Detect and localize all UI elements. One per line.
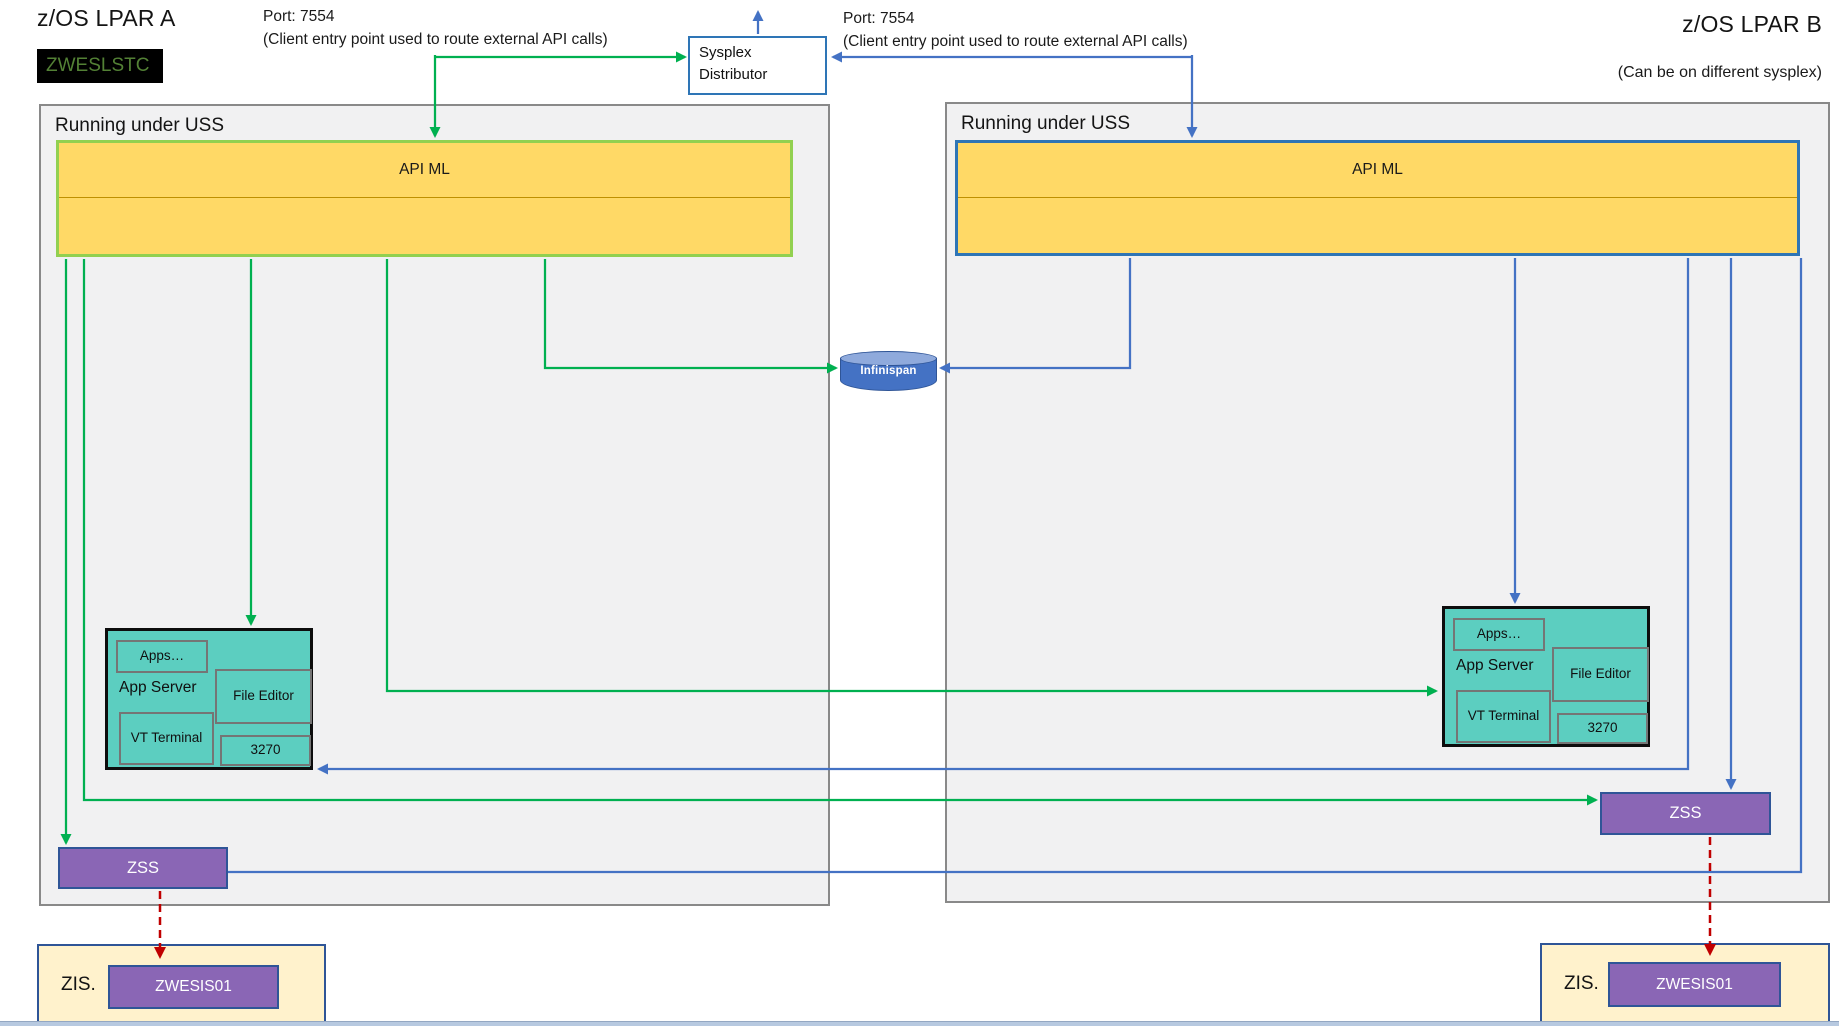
infinispan-cylinder: Infinispan [840,351,937,392]
vt-terminal-box-b: VT Terminal [1456,690,1551,743]
file-editor-box-a: File Editor [215,669,312,724]
zis-box-b: ZIS. ZWESIS01 [1540,943,1830,1025]
sysplex-distributor-box: Sysplex Distributor [688,36,827,95]
file-editor-box-b: File Editor [1552,647,1649,702]
infinispan-label: Infinispan [860,365,917,377]
terminal-3270-box-a: 3270 [220,735,311,766]
apps-box-b: Apps… [1453,618,1545,651]
apiml-b-label: API ML [958,143,1797,198]
app-server-box-b: Apps… App Server File Editor VT Terminal… [1442,606,1650,747]
apiml-box-a: API ML [56,140,793,257]
lpar-a-port-note: (Client entry point used to route extern… [263,31,608,48]
zis-b-label: ZIS. [1564,973,1599,994]
zss-box-b: ZSS [1600,792,1771,835]
uss-a-label: Running under USS [55,115,224,136]
lpar-a-port-label: Port: 7554 [263,8,335,25]
app-server-box-a: Apps… App Server File Editor VT Terminal… [105,628,313,770]
lpar-b-port-label: Port: 7554 [843,10,915,27]
lpar-a-title: z/OS LPAR A [37,5,176,31]
uss-b-label: Running under USS [961,113,1130,134]
terminal-3270-box-b: 3270 [1557,713,1648,744]
zis-box-a: ZIS. ZWESIS01 [37,944,326,1025]
infinispan-cylinder-top [840,351,937,366]
zss-box-a: ZSS [58,847,228,889]
lpar-b-subtitle: (Can be on different sysplex) [1617,64,1822,81]
apiml-box-b: API ML [955,140,1800,256]
apiml-a-label: API ML [59,143,790,198]
app-server-a-label: App Server [119,679,197,696]
apps-box-a: Apps… [116,640,208,673]
zweslstc-badge: ZWESLSTC [37,49,163,83]
window-bottom-edge [0,1021,1839,1026]
lpar-b-title: z/OS LPAR B [1682,11,1822,37]
zwesis01-box-b: ZWESIS01 [1608,962,1781,1007]
vt-terminal-box-a: VT Terminal [119,712,214,765]
zis-a-label: ZIS. [61,973,96,995]
app-server-b-label: App Server [1456,657,1534,674]
zwesis01-box-a: ZWESIS01 [108,965,279,1009]
lpar-b-port-note: (Client entry point used to route extern… [843,33,1188,50]
